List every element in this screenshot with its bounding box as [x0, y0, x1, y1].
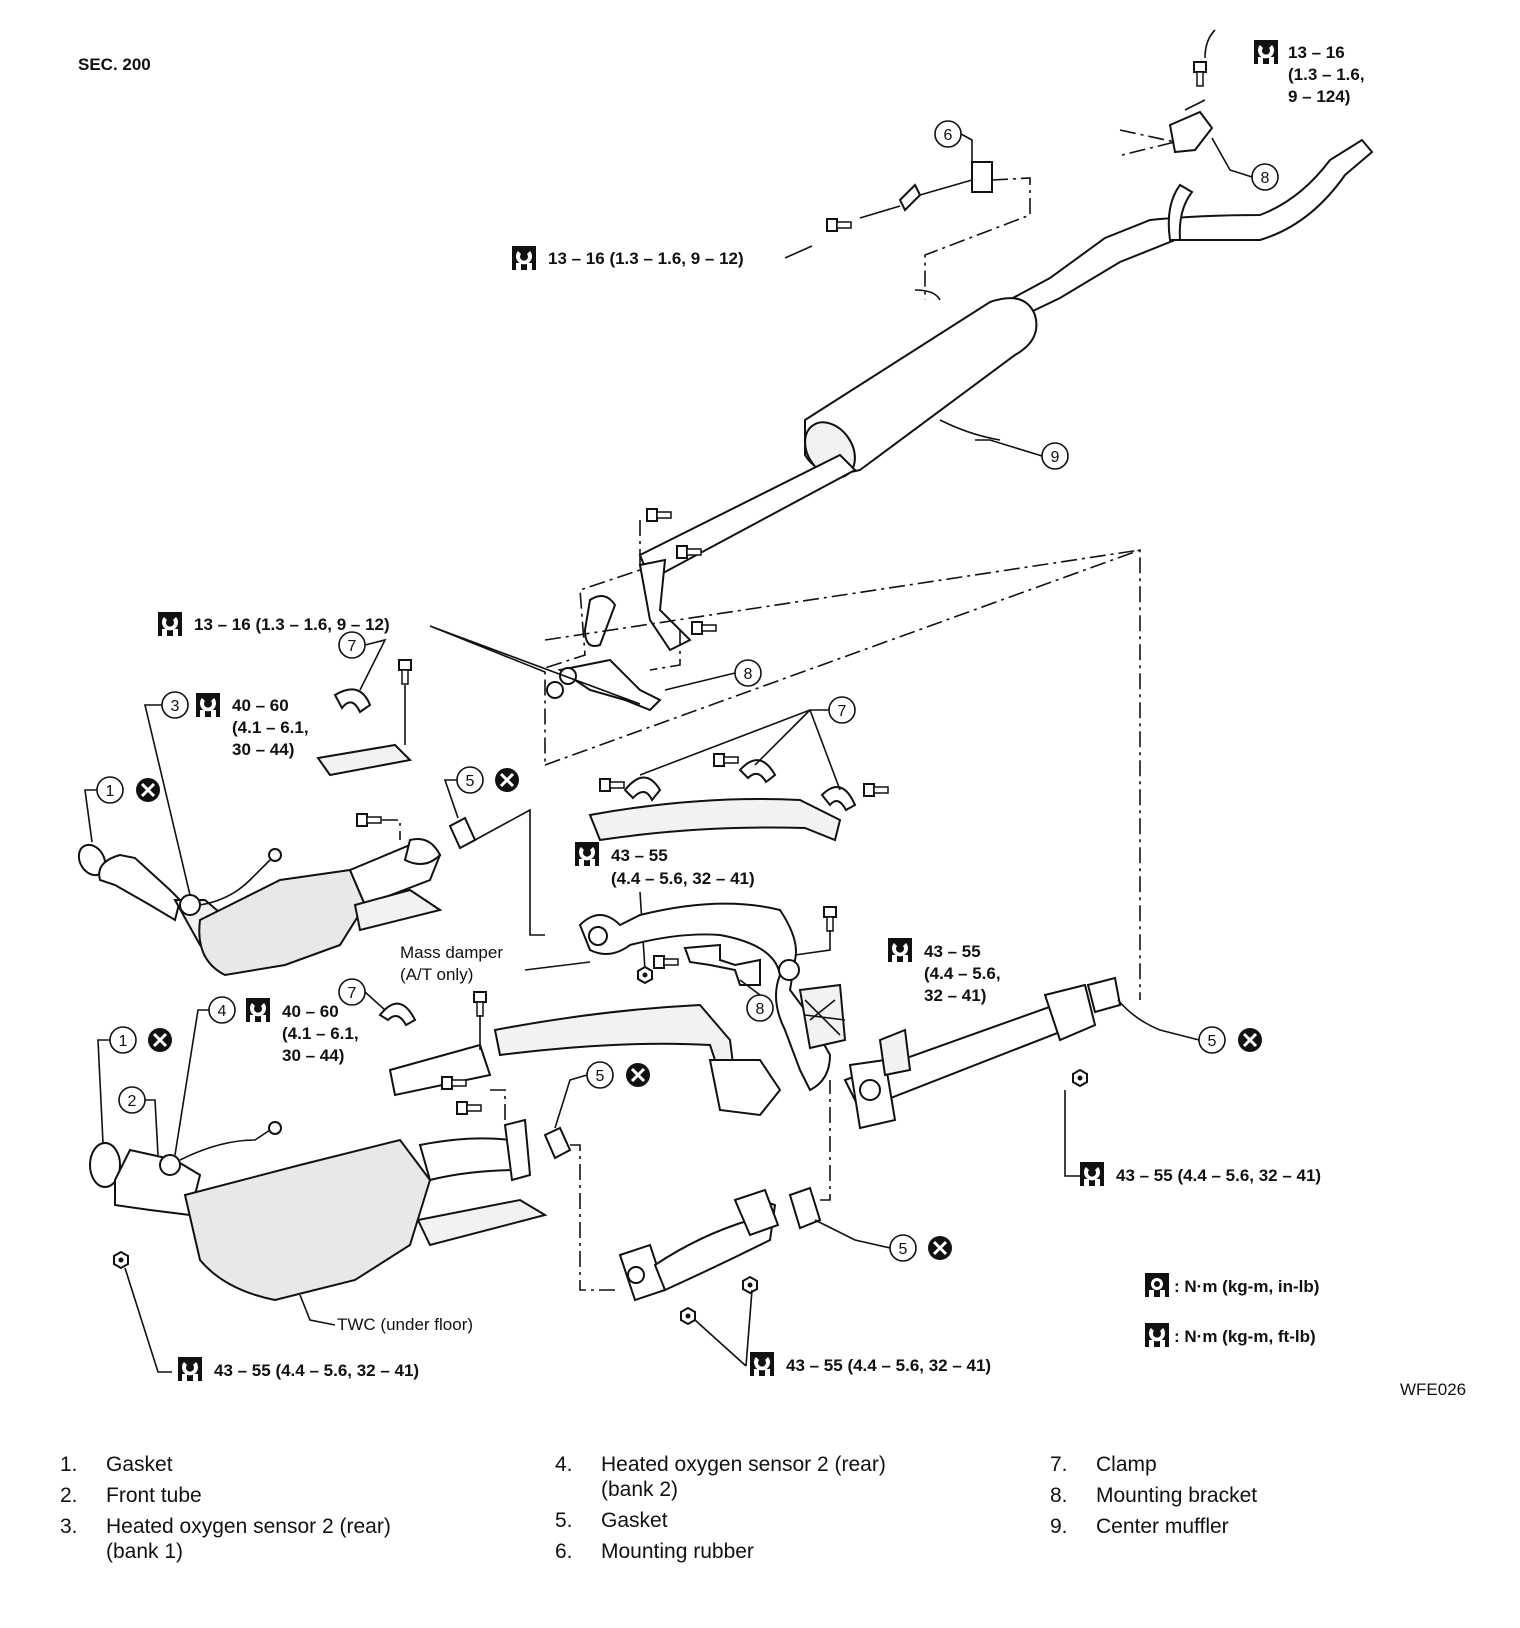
spec-bracket-nuts: 13 – 16 (1.3 – 1.6, 9 – 12) — [194, 615, 390, 634]
spec-bracket-top-a: 13 – 16 — [1288, 43, 1345, 62]
exhaust-system-diagram: SEC. 200 13 – 16 (1.3 – 1.6, 9 – 124) 13… — [77, 29, 1466, 1399]
figure-code: WFE026 — [1400, 1380, 1466, 1399]
center-tube-right — [843, 976, 1122, 1130]
spec-sensor1-b: (4.1 – 6.1, — [232, 718, 309, 737]
center-muffler — [638, 138, 1374, 582]
spec-sensor2-b: (4.1 – 6.1, — [282, 1024, 359, 1043]
twc-label: TWC (under floor) — [337, 1315, 473, 1334]
parts-legend: 1.Gasket 2.Front tube 3.Heated oxygen se… — [60, 1452, 1480, 1602]
mass-damper-label: Mass damper — [400, 943, 503, 962]
legend-column-1: 1.Gasket 2.Front tube 3.Heated oxygen se… — [60, 1452, 520, 1570]
callout-7-b: 7 — [838, 703, 847, 720]
callout-5-b: 5 — [1208, 1033, 1217, 1050]
spec-sensor1-a: 40 – 60 — [232, 696, 289, 715]
callout-1-a: 1 — [106, 783, 115, 800]
spec-flex-bolt-a: 43 – 55 — [924, 942, 981, 961]
clamp-a — [333, 688, 372, 714]
mounting-bracket-mid — [544, 508, 1141, 1000]
callout-6: 6 — [944, 127, 953, 144]
spec-flex-bolt-c: 32 – 41) — [924, 986, 986, 1005]
spec-right-nut: 43 – 55 (4.4 – 5.6, 32 – 41) — [1116, 1166, 1321, 1185]
front-pipe-assembly — [578, 902, 847, 1092]
center-pipe-upper — [588, 753, 889, 842]
spec-sensor1-c: 30 – 44) — [232, 740, 294, 759]
callout-8-low: 8 — [756, 1001, 765, 1018]
callout-2: 2 — [128, 1093, 137, 1110]
bottom-y-pipe — [618, 1186, 822, 1325]
callout-7-a: 7 — [348, 638, 357, 655]
gasket-5-c — [543, 1126, 572, 1160]
heat-shield-b — [353, 888, 443, 932]
spec-bottom-right-nut: 43 – 55 (4.4 – 5.6, 32 – 41) — [786, 1356, 991, 1375]
legend-column-2: 4.Heated oxygen sensor 2 (rear)(bank 2) … — [555, 1452, 1015, 1570]
callout-3: 3 — [171, 698, 180, 715]
torque-unit-special: : N·m (kg-m, in-lb) — [1174, 1277, 1319, 1296]
mass-damper-label-2: (A/T only) — [400, 965, 473, 984]
heat-shield-a — [316, 743, 413, 777]
callout-8-mid: 8 — [744, 666, 753, 683]
center-pipe-lower — [388, 991, 782, 1117]
legend-item: 4.Heated oxygen sensor 2 (rear)(bank 2) — [555, 1453, 886, 1501]
spec-flex-bolt-b: (4.4 – 5.6, — [924, 964, 1001, 983]
spec-bracket-top-b: (1.3 – 1.6, — [1288, 65, 1365, 84]
callout-1-b: 1 — [119, 1033, 128, 1050]
spec-bottom-left-nut: 43 – 55 (4.4 – 5.6, 32 – 41) — [214, 1361, 419, 1380]
spec-rubber-bolt: 13 – 16 (1.3 – 1.6, 9 – 12) — [548, 249, 744, 268]
callout-9: 9 — [1051, 449, 1060, 466]
callout-7-c: 7 — [348, 985, 357, 1002]
legend-item: 9.Center muffler — [1050, 1515, 1229, 1538]
clamp-b — [378, 1002, 417, 1027]
legend-item: 3.Heated oxygen sensor 2 (rear)(bank 1) — [60, 1515, 391, 1563]
callout-5-c: 5 — [596, 1068, 605, 1085]
front-tube-bank1 — [77, 813, 442, 977]
spec-mid-nut-b: (4.4 – 5.6, 32 – 41) — [611, 869, 755, 888]
front-tube-bank2 — [89, 1118, 532, 1302]
legend-item: 1.Gasket — [60, 1453, 173, 1476]
spec-bracket-top-c: 9 – 124) — [1288, 87, 1350, 106]
section-label: SEC. 200 — [78, 55, 151, 74]
legend-item: 2.Front tube — [60, 1484, 202, 1507]
callout-4: 4 — [218, 1003, 227, 1020]
legend-item: 6.Mounting rubber — [555, 1540, 754, 1563]
heat-shield-c — [416, 1198, 548, 1247]
legend-column-3: 7.Clamp 8.Mounting bracket 9.Center muff… — [1050, 1452, 1450, 1545]
callout-8-top: 8 — [1261, 170, 1270, 187]
spec-sensor2-a: 40 – 60 — [282, 1002, 339, 1021]
gasket-5-a — [448, 816, 477, 850]
legend-item: 8.Mounting bracket — [1050, 1484, 1258, 1507]
mounting-rubber — [826, 161, 1031, 300]
torque-unit-standard: : N·m (kg-m, ft-lb) — [1174, 1327, 1316, 1346]
callout-5-a: 5 — [466, 773, 475, 790]
legend-item: 5.Gasket — [555, 1509, 668, 1532]
callout-5-d: 5 — [899, 1241, 908, 1258]
spec-sensor2-c: 30 – 44) — [282, 1046, 344, 1065]
legend-item: 7.Clamp — [1050, 1453, 1157, 1476]
mounting-bracket-top — [1119, 29, 1216, 241]
spec-mid-nut-a: 43 – 55 — [611, 846, 668, 865]
